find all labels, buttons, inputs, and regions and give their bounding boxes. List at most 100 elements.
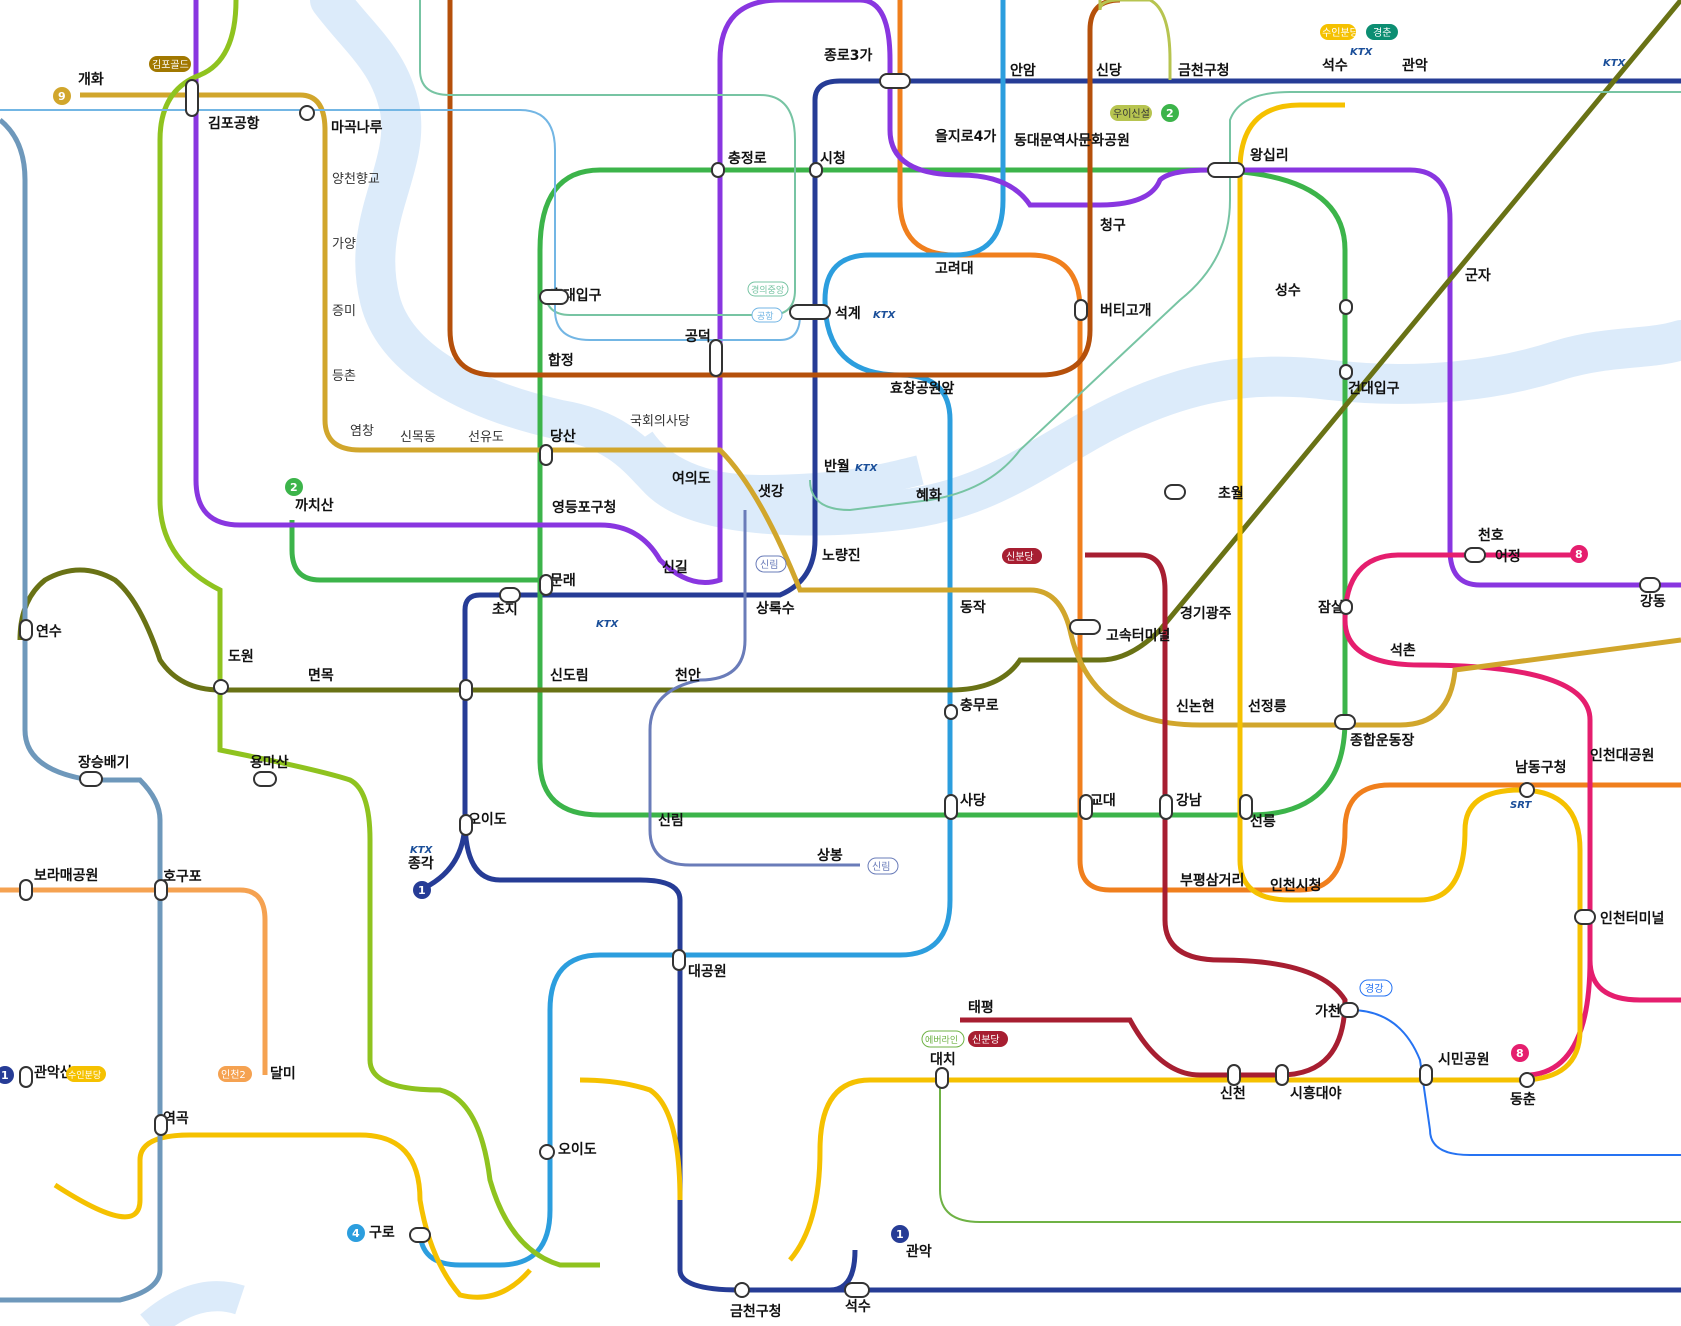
transfer-marker[interactable] bbox=[253, 771, 277, 787]
station-label[interactable]: 개화 bbox=[78, 72, 104, 88]
transfer-marker[interactable] bbox=[1239, 794, 1253, 820]
transfer-marker[interactable] bbox=[154, 1114, 168, 1136]
station-label[interactable]: 천안 bbox=[675, 667, 701, 684]
station-label[interactable]: 공덕 bbox=[685, 328, 711, 345]
station-label[interactable]: 석계 bbox=[835, 306, 861, 322]
station-label[interactable]: 동대문역사문화공원 bbox=[1014, 132, 1130, 149]
station-label[interactable]: 시흥대야 bbox=[1290, 1085, 1342, 1102]
station-label[interactable]: 신논현 bbox=[1176, 699, 1215, 715]
station-label[interactable]: 문래 bbox=[550, 573, 576, 589]
transfer-marker[interactable] bbox=[1275, 1064, 1289, 1086]
station-label[interactable]: 여의도 bbox=[672, 470, 711, 487]
station-label[interactable]: 상록수 bbox=[756, 601, 795, 617]
station-label[interactable]: 신도림 bbox=[550, 668, 589, 684]
transfer-marker[interactable] bbox=[19, 619, 33, 641]
station-label[interactable]: 초지 bbox=[492, 602, 518, 618]
transfer-marker[interactable] bbox=[1227, 1064, 1241, 1086]
transfer-marker[interactable] bbox=[499, 587, 521, 603]
station-label[interactable]: 인천터미널 bbox=[1600, 910, 1664, 927]
station-label[interactable]: 석촌 bbox=[1390, 643, 1416, 659]
transfer-marker[interactable] bbox=[1339, 364, 1353, 380]
station-label[interactable]: 오이도 bbox=[558, 1141, 597, 1158]
transfer-marker[interactable] bbox=[944, 704, 958, 720]
station-label[interactable]: 신길 bbox=[662, 560, 688, 576]
station-label[interactable]: 선정릉 bbox=[1248, 698, 1287, 715]
station-label[interactable]: 합정 bbox=[548, 352, 574, 369]
transfer-marker[interactable] bbox=[1069, 619, 1101, 635]
transfer-marker[interactable] bbox=[539, 574, 553, 596]
station-label[interactable]: 보라매공원 bbox=[34, 868, 98, 884]
station-label[interactable]: 시민공원 bbox=[1438, 1051, 1490, 1068]
transfer-marker[interactable] bbox=[1159, 794, 1173, 820]
transfer-marker[interactable] bbox=[1519, 782, 1535, 798]
station-label[interactable]: 장승배기 bbox=[78, 754, 130, 771]
transfer-marker[interactable] bbox=[539, 1144, 555, 1160]
station-label[interactable]: 군자 bbox=[1465, 268, 1491, 284]
transfer-marker[interactable] bbox=[1079, 794, 1093, 820]
transfer-marker[interactable] bbox=[709, 339, 723, 377]
station-label[interactable]: 노량진 bbox=[822, 547, 861, 564]
transfer-marker[interactable] bbox=[809, 162, 823, 178]
transfer-marker[interactable] bbox=[539, 289, 569, 305]
station-label[interactable]: 초월 bbox=[1218, 485, 1244, 502]
station-label[interactable]: 천호 bbox=[1478, 528, 1504, 544]
transfer-marker[interactable] bbox=[1207, 162, 1245, 178]
station-label[interactable]: 인천시청 bbox=[1270, 877, 1322, 894]
station-label[interactable]: 동작 bbox=[960, 599, 986, 616]
station-marker[interactable] bbox=[299, 105, 315, 121]
transfer-marker[interactable] bbox=[185, 79, 199, 117]
station-label[interactable]: 청구 bbox=[1100, 218, 1126, 234]
station-label[interactable]: 건대입구 bbox=[1348, 380, 1400, 397]
station-label[interactable]: 관악 bbox=[906, 1243, 932, 1260]
station-label[interactable]: 역곡 bbox=[163, 1110, 189, 1127]
station-label[interactable]: 영등포구청 bbox=[552, 499, 616, 516]
station-label[interactable]: 동춘 bbox=[1510, 1092, 1536, 1108]
station-label[interactable]: 선유도 bbox=[468, 430, 504, 445]
station-label[interactable]: 대공원 bbox=[688, 964, 727, 980]
station-label[interactable]: 버티고개 bbox=[1100, 302, 1152, 319]
transfer-marker[interactable] bbox=[1519, 1072, 1535, 1088]
station-label[interactable]: 안암 bbox=[1010, 62, 1036, 79]
transfer-marker[interactable] bbox=[711, 162, 725, 178]
station-label[interactable]: 달미 bbox=[270, 1066, 296, 1082]
station-label[interactable]: 당산 bbox=[550, 428, 576, 445]
transfer-marker[interactable] bbox=[19, 1066, 33, 1088]
station-label[interactable]: 반월 bbox=[824, 458, 850, 475]
station-label[interactable]: 왕십리 bbox=[1250, 148, 1289, 164]
transfer-marker[interactable] bbox=[672, 949, 686, 971]
station-label[interactable]: 신당 bbox=[1096, 62, 1122, 79]
station-label[interactable]: 강남 bbox=[1176, 792, 1202, 809]
transfer-marker[interactable] bbox=[459, 814, 473, 836]
station-label[interactable]: 종각 bbox=[408, 855, 434, 872]
station-label[interactable]: 대치 bbox=[930, 1052, 956, 1068]
transfer-marker[interactable] bbox=[844, 1282, 870, 1298]
station-label[interactable]: 석수 bbox=[845, 1299, 871, 1315]
station-label[interactable]: 효창공원앞 bbox=[890, 380, 955, 397]
transfer-marker[interactable] bbox=[789, 304, 831, 320]
station-label[interactable]: 도원 bbox=[228, 649, 254, 665]
station-label[interactable]: 선릉 bbox=[1250, 814, 1276, 830]
station-label[interactable]: 가양 bbox=[332, 237, 356, 252]
station-label[interactable]: 관악산 bbox=[34, 1064, 73, 1081]
station-label[interactable]: 충정로 bbox=[728, 150, 767, 167]
station-label[interactable]: 김포공항 bbox=[208, 115, 260, 132]
transfer-marker[interactable] bbox=[1574, 909, 1596, 925]
station-label[interactable]: 고려대 bbox=[935, 260, 974, 277]
station-label[interactable]: 을지로4가 bbox=[935, 129, 996, 145]
station-label[interactable]: 상봉 bbox=[817, 848, 843, 864]
station-label[interactable]: 염창 bbox=[350, 424, 374, 439]
transfer-marker[interactable] bbox=[1639, 577, 1661, 593]
station-label[interactable]: 종로3가 bbox=[824, 48, 873, 64]
station-label[interactable]: 남동구청 bbox=[1515, 759, 1567, 776]
station-label[interactable]: 석수 bbox=[1322, 58, 1348, 74]
transfer-marker[interactable] bbox=[459, 679, 473, 701]
station-label[interactable]: 증미 bbox=[332, 304, 356, 319]
station-label[interactable]: 강동 bbox=[1640, 593, 1666, 610]
station-label[interactable]: 부평삼거리 bbox=[1180, 872, 1244, 889]
transfer-marker[interactable] bbox=[19, 879, 33, 901]
transfer-marker[interactable] bbox=[1419, 1064, 1433, 1086]
station-label[interactable]: 경기광주 bbox=[1180, 605, 1232, 622]
station-label[interactable]: 까치산 bbox=[295, 497, 334, 514]
transfer-marker[interactable] bbox=[1074, 299, 1088, 321]
station-label[interactable]: 신목동 bbox=[400, 430, 436, 445]
